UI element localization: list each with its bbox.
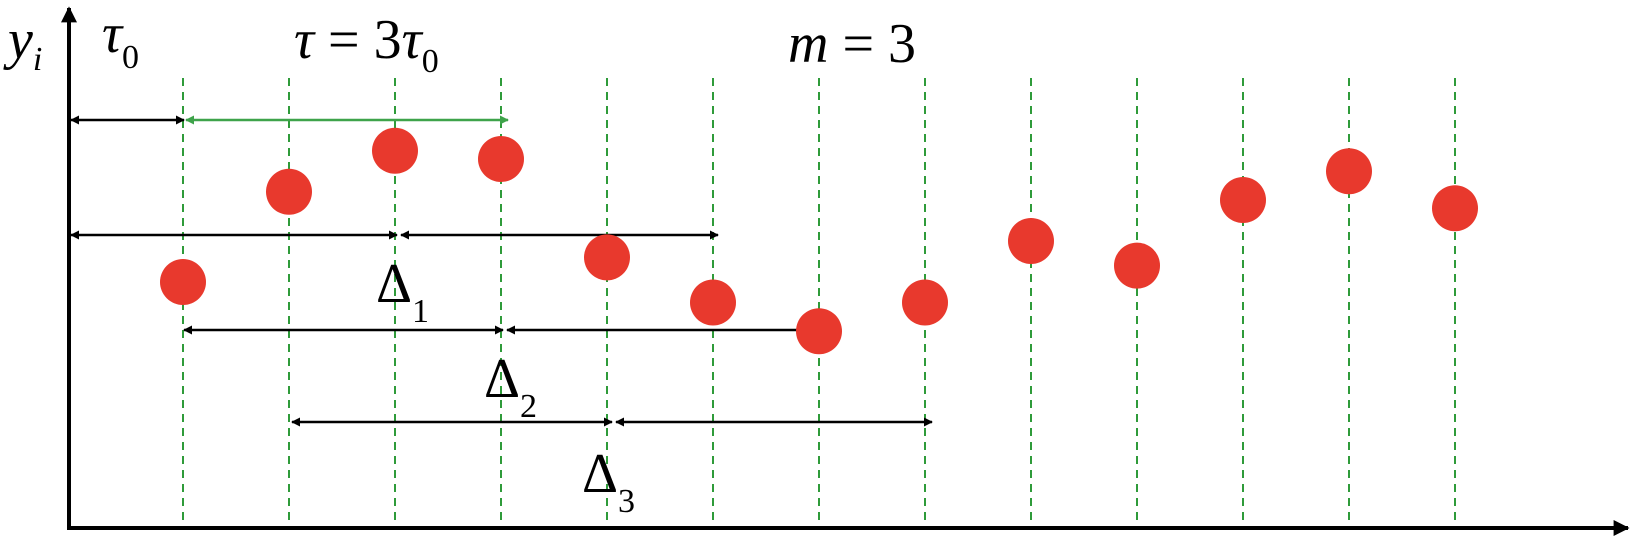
delta3-label-base: Δ <box>582 443 618 505</box>
delta3-label-sub: 3 <box>618 483 635 520</box>
delta2-label: Δ2 <box>484 348 537 425</box>
delta1-label: Δ1 <box>376 253 429 330</box>
delta2-label-base: Δ <box>484 348 520 410</box>
tau-equation-rhs: τ <box>402 9 424 71</box>
data-point-1 <box>160 259 206 305</box>
data-point-7 <box>796 308 842 355</box>
data-point-6 <box>690 279 736 326</box>
m-equation-lhs: m <box>788 13 828 75</box>
delta1-label-sub: 1 <box>412 293 429 330</box>
m-equation-eq: = 3 <box>828 13 916 75</box>
data-point-4 <box>478 136 524 182</box>
delta2-label-sub: 2 <box>520 388 537 425</box>
y-axis-label-base: y <box>3 9 33 71</box>
tau-equation-label: τ = 3τ0 <box>274 9 451 80</box>
data-point-13 <box>1432 185 1478 232</box>
m-equation-label: m = 3 <box>768 13 928 75</box>
data-point-3 <box>372 127 418 174</box>
data-point-2 <box>266 168 312 215</box>
tau0-label: τ0 <box>102 3 139 76</box>
delta1-label-base: Δ <box>376 253 412 315</box>
y-axis-label: yi <box>3 9 42 78</box>
data-point-5 <box>584 234 630 281</box>
tau0-label-sub: 0 <box>122 39 139 76</box>
y-axis-label-sub: i <box>33 41 42 78</box>
data-points <box>160 127 1478 355</box>
data-point-12 <box>1326 148 1372 195</box>
tau-equation-lhs: τ <box>294 9 316 71</box>
data-point-9 <box>1008 218 1054 264</box>
data-point-11 <box>1220 177 1266 223</box>
tau-equation-eq: = 3 <box>314 9 402 71</box>
data-point-10 <box>1114 242 1160 289</box>
delta3-label: Δ3 <box>582 443 635 520</box>
tau0-label-base: τ <box>102 3 124 65</box>
tau-equation-sub: 0 <box>422 43 439 80</box>
data-point-8 <box>902 279 948 326</box>
